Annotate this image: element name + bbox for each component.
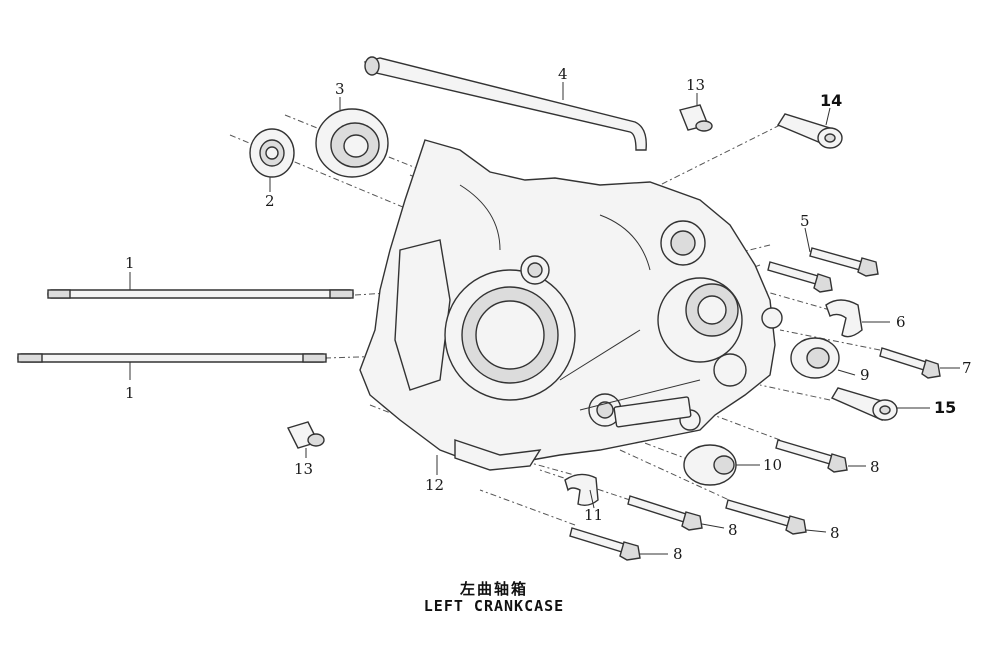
callout-8-d: 8 — [673, 545, 683, 563]
plug-lower — [830, 387, 898, 422]
callout-13-bottom: 13 — [294, 460, 313, 478]
callout-15: 15 — [934, 398, 956, 417]
dowel-pin-bottom — [287, 421, 325, 449]
bolt-8-a — [775, 439, 848, 473]
callout-8-a: 8 — [870, 458, 880, 476]
callout-2: 2 — [265, 192, 275, 210]
callout-3: 3 — [335, 80, 345, 98]
wire-clip — [564, 473, 599, 507]
callout-11: 11 — [584, 506, 603, 524]
callout-12: 12 — [425, 476, 444, 494]
callout-8-c: 8 — [728, 521, 738, 539]
bolt-8-c — [627, 495, 703, 531]
bolt-8-d — [569, 527, 641, 561]
callout-5: 5 — [800, 212, 810, 230]
plug-upper — [776, 113, 843, 149]
callout-6: 6 — [896, 313, 906, 331]
large-bearing — [315, 108, 389, 178]
bolt-5-lower — [767, 261, 833, 293]
clamp — [825, 299, 863, 338]
callout-4: 4 — [558, 65, 568, 83]
breather-tube — [363, 56, 647, 151]
bolt-5-upper — [809, 247, 879, 277]
oil-seal — [790, 337, 840, 379]
small-bearing — [249, 128, 295, 178]
callout-9: 9 — [860, 366, 870, 384]
callout-8-b: 8 — [830, 524, 840, 542]
callout-14: 14 — [820, 91, 842, 110]
caption-english: LEFT CRANKCASE — [423, 597, 565, 615]
stud-bolt-upper — [47, 289, 354, 299]
bolt-7 — [879, 347, 941, 379]
callout-7: 7 — [962, 359, 972, 377]
callout-labels: 1 1 2 3 4 5 6 7 8 8 8 8 9 10 11 12 13 13… — [125, 65, 972, 563]
callout-1-lower: 1 — [125, 384, 135, 402]
callout-10: 10 — [763, 456, 782, 474]
left-crankcase-body — [359, 139, 783, 471]
stud-bolt-lower — [17, 353, 327, 363]
leader-lines — [129, 82, 960, 555]
callout-13-top: 13 — [686, 76, 705, 94]
bolt-8-b — [725, 499, 807, 535]
callout-1-upper: 1 — [125, 254, 135, 272]
dowel-pin-top — [679, 104, 713, 132]
rubber-mount — [683, 444, 737, 486]
caption-chinese: 左曲轴箱 — [459, 580, 528, 598]
